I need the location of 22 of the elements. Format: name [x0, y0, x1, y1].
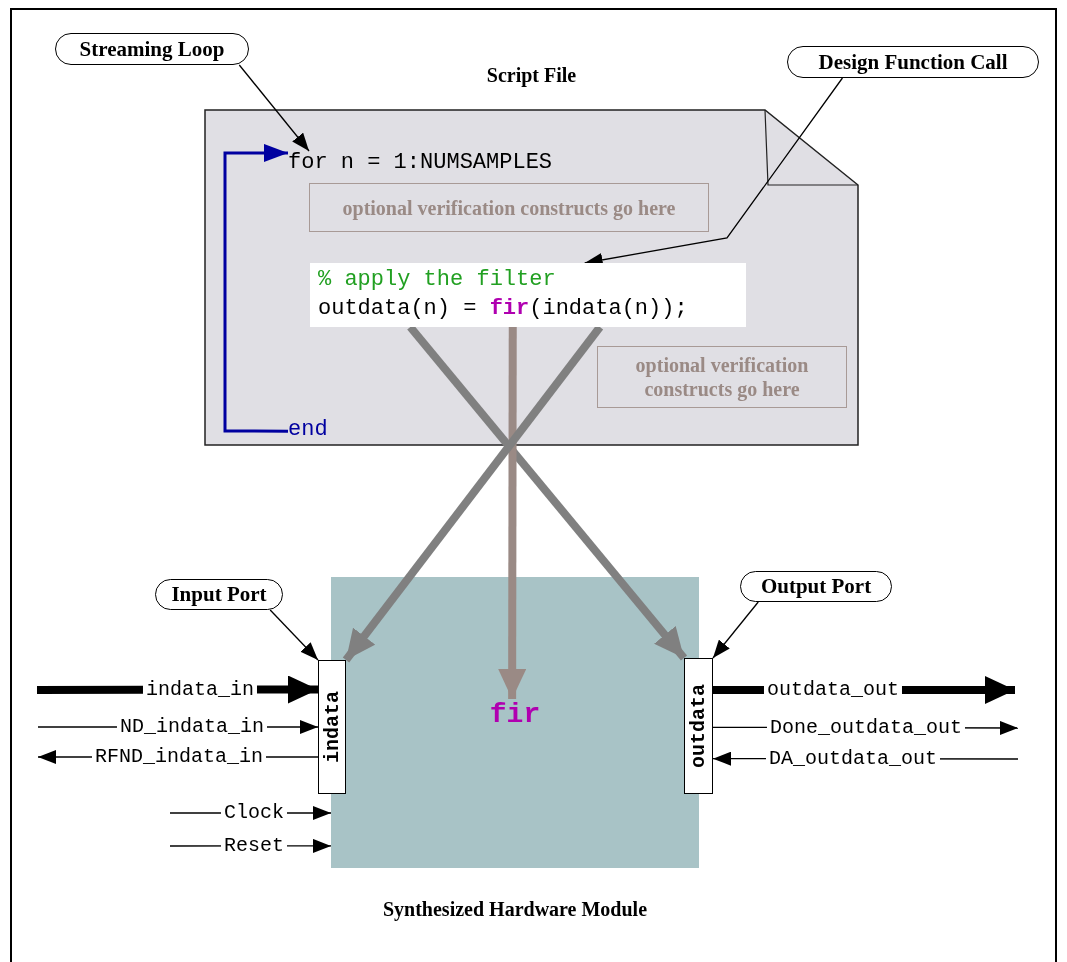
callout-label: Design Function Call	[787, 46, 1039, 78]
port-block: outdata	[684, 658, 713, 794]
arrow	[223, 143, 288, 433]
arrow	[238, 64, 310, 152]
placeholder-box: optional verification constructs go here	[309, 183, 709, 232]
arrow	[407, 324, 688, 661]
placeholder-box: optional verification constructs go here	[597, 346, 847, 408]
section-title: Synthesized Hardware Module	[381, 898, 649, 921]
port-block: indata	[318, 660, 346, 794]
code-line: end	[288, 418, 334, 442]
code-line: outdata(n) = fir(indata(n));	[318, 295, 689, 323]
callout-label: Output Port	[740, 571, 892, 602]
module-name: fir	[479, 699, 551, 729]
arrow	[342, 324, 604, 663]
arrow	[712, 601, 759, 659]
code-comment: % apply the filter	[318, 266, 557, 294]
arrow	[269, 609, 319, 661]
arrow	[498, 327, 527, 699]
callout-label: Streaming Loop	[55, 33, 249, 65]
callout-label: Input Port	[155, 579, 283, 610]
code-line: for n = 1:NUMSAMPLES	[288, 151, 588, 175]
code-block	[310, 263, 746, 327]
